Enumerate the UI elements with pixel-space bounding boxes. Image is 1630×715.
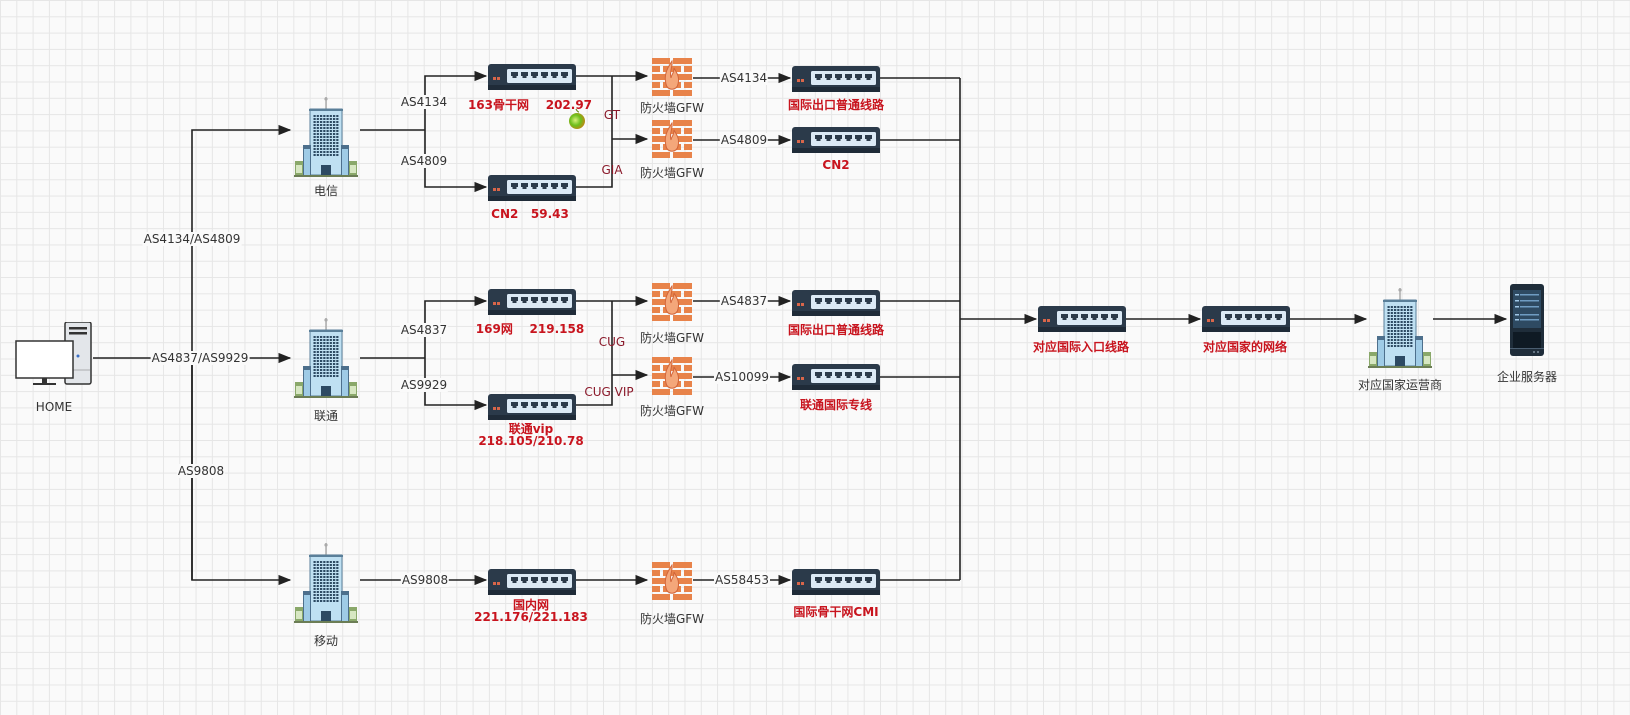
firewall-4-label: 防火墙GFW [639, 404, 705, 418]
network-switch-icon [488, 64, 576, 90]
enterprise-server-node[interactable] [1510, 284, 1544, 360]
switch-out-unicom-normal[interactable] [792, 290, 880, 320]
intl-entry-label: 对应国际入口线路 [1032, 340, 1130, 354]
building-icon [294, 318, 358, 400]
link-vip-cugvip [575, 301, 613, 406]
switch-cn2-label: CN2 59.43 [491, 207, 569, 221]
edge-label-telecom-cn2: AS4809 [399, 154, 449, 168]
unicom-label: 联通 [313, 409, 339, 423]
network-switch-icon [488, 569, 576, 595]
network-switch-icon [792, 290, 880, 316]
edge-label-fw1-out: AS4134 [719, 71, 769, 85]
out-unicom-private-label: 联通国际专线 [799, 398, 873, 412]
edge-label-gt: GT [603, 108, 621, 122]
firewall-3[interactable] [652, 283, 692, 325]
network-switch-icon [1038, 306, 1126, 332]
network-switch-icon [792, 66, 880, 92]
out-cn2-label: CN2 [822, 158, 850, 172]
edge-label-unicom-169: AS4837 [399, 323, 449, 337]
edge-label-fw4-out: AS10099 [714, 370, 770, 384]
edge-label-home-telecom: AS4134/AS4809 [142, 232, 242, 246]
firewall-5-label: 防火墙GFW [639, 612, 705, 626]
building-icon [294, 543, 358, 625]
link-unicom-vip [424, 358, 488, 411]
edge-label-fw3-out: AS4837 [719, 294, 769, 308]
switch-out-unicom-private[interactable] [792, 364, 880, 394]
edge-label-home-mobile: AS9808 [176, 464, 226, 478]
firewall-1[interactable] [652, 58, 692, 100]
switch-cn2[interactable] [488, 175, 576, 205]
enterprise-server-label: 企业服务器 [1496, 370, 1558, 384]
switch-country-net[interactable] [1202, 306, 1290, 336]
network-switch-icon [1202, 306, 1290, 332]
edge-label-fw5-out: AS58453 [714, 573, 770, 587]
mobile-label: 移动 [313, 634, 339, 648]
building-icon [294, 97, 358, 179]
link-cn2-gia [575, 76, 613, 188]
switch-domestic-label-1: 国内网 [512, 598, 550, 612]
edge-label-telecom-163: AS4134 [399, 95, 449, 109]
link-telecom-cn2 [424, 130, 488, 193]
desktop-computer-icon [15, 322, 95, 386]
network-switch-icon [488, 394, 576, 420]
telecom-node[interactable] [294, 97, 358, 183]
link-unicom-169 [424, 295, 488, 358]
edge-label-mobile-domestic: AS9808 [400, 573, 450, 587]
firewall-icon [652, 357, 692, 395]
edge-label-gia: GIA [601, 163, 623, 177]
network-switch-icon [488, 175, 576, 201]
telecom-label: 电信 [313, 184, 339, 198]
home-node[interactable] [15, 322, 95, 390]
switch-169-label: 169网 219.158 [475, 322, 585, 336]
firewall-icon [652, 58, 692, 96]
network-switch-icon [792, 364, 880, 390]
firewall-icon [652, 283, 692, 321]
country-carrier-node[interactable] [1368, 288, 1432, 374]
server-icon [1510, 284, 1544, 356]
switch-out-cn2[interactable] [792, 127, 880, 157]
link-telecom-163 [424, 70, 488, 130]
switch-intl-entry[interactable] [1038, 306, 1126, 336]
unicom-node[interactable] [294, 318, 358, 404]
switch-163[interactable] [488, 64, 576, 94]
edge-label-cug: CUG [598, 335, 626, 349]
switch-out-telecom-normal[interactable] [792, 66, 880, 96]
switch-169[interactable] [488, 289, 576, 319]
edge-label-unicom-vip: AS9929 [399, 378, 449, 392]
country-net-label: 对应国家的网络 [1202, 340, 1288, 354]
out-unicom-normal-label: 国际出口普通线路 [787, 323, 885, 337]
network-switch-icon [792, 127, 880, 153]
firewall-3-label: 防火墙GFW [639, 331, 705, 345]
firewall-icon [652, 120, 692, 158]
edge-label-fw2-out: AS4809 [719, 133, 769, 147]
firewall-1-label: 防火墙GFW [639, 101, 705, 115]
switch-unicom-vip-label-1: 联通vip [508, 422, 554, 436]
mobile-node[interactable] [294, 543, 358, 629]
switch-163-label: 163骨干网 202.97 [467, 98, 593, 112]
apple-cursor-icon [567, 108, 587, 134]
switch-domestic[interactable] [488, 569, 576, 599]
network-switch-icon [488, 289, 576, 315]
firewall-4[interactable] [652, 357, 692, 399]
firewall-2[interactable] [652, 120, 692, 162]
link-home-mobile [191, 358, 292, 586]
switch-unicom-vip-label-2: 218.105/210.78 [478, 434, 584, 448]
edge-label-cug-vip: CUG VIP [584, 385, 634, 399]
firewall-5[interactable] [652, 562, 692, 604]
network-switch-icon [792, 569, 880, 595]
home-label: HOME [35, 400, 73, 414]
switch-out-cmi[interactable] [792, 569, 880, 599]
building-icon [1368, 288, 1432, 370]
out-cmi-label: 国际骨干网CMI [793, 605, 879, 619]
out-telecom-normal-label: 国际出口普通线路 [787, 98, 885, 112]
firewall-icon [652, 562, 692, 600]
switch-domestic-label-2: 221.176/221.183 [474, 610, 588, 624]
country-carrier-label: 对应国家运营商 [1357, 378, 1443, 392]
firewall-2-label: 防火墙GFW [639, 166, 705, 180]
edge-label-home-unicom: AS4837/AS9929 [150, 351, 250, 365]
